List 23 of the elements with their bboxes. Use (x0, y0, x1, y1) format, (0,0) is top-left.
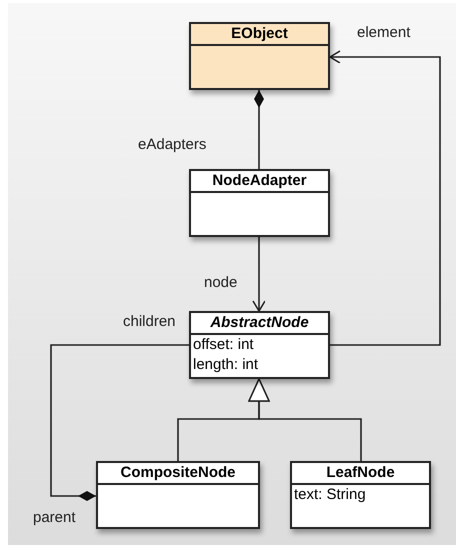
class-box (189, 169, 330, 237)
class-box (96, 461, 260, 529)
attribute-text: offset: int (192, 335, 255, 355)
role-label: node (204, 274, 238, 292)
role-label: eAdapters (138, 136, 206, 154)
class-name: EObject (191, 24, 328, 46)
class-name: AbstractNode (191, 313, 328, 335)
class-box (189, 311, 330, 379)
attribute-text: length: int (192, 355, 260, 375)
class-name: NodeAdapter (191, 171, 328, 193)
inheritance-arrow (248, 378, 362, 461)
role-label: children (123, 313, 176, 331)
class-box (189, 22, 330, 90)
association-arrow (329, 50, 441, 346)
association-arrow (252, 237, 266, 312)
composition-line (50, 344, 189, 501)
attribute-text: text: String (293, 485, 367, 505)
class-box (290, 461, 431, 529)
class-name: LeafNode (292, 463, 429, 485)
composition-line (254, 90, 264, 169)
role-label: parent (33, 509, 76, 527)
role-label: element (357, 24, 410, 42)
class-name: CompositeNode (98, 463, 258, 485)
